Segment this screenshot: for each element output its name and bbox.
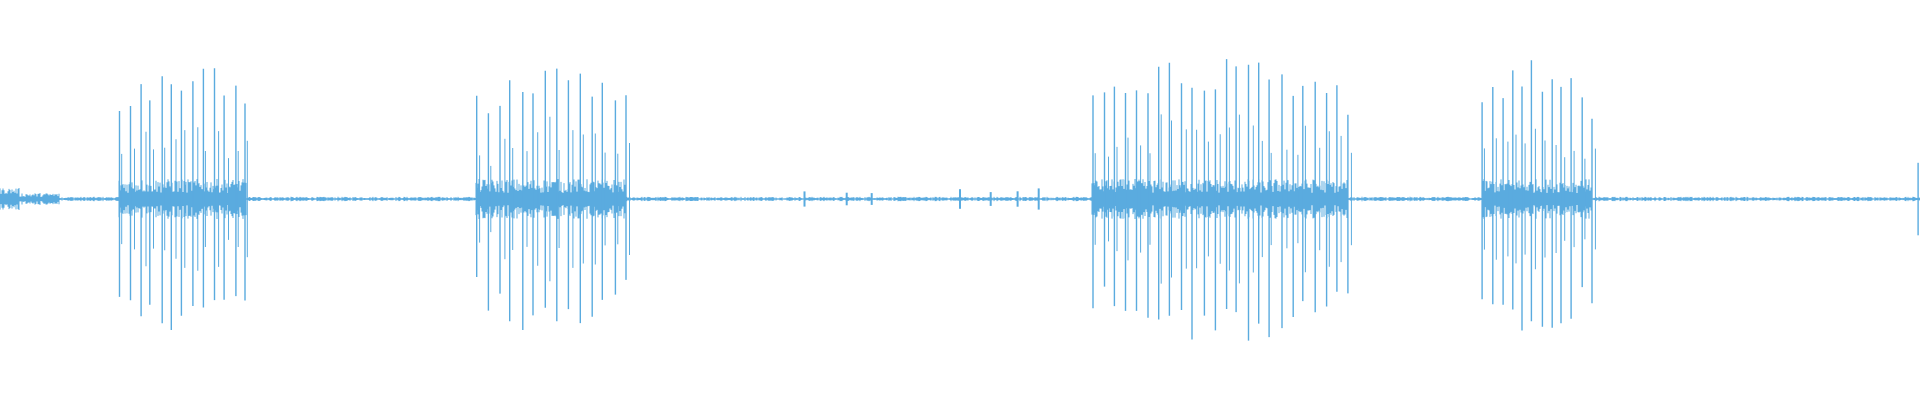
waveform-burst-body <box>1481 179 1593 219</box>
waveform-burst-body <box>118 179 247 219</box>
waveform-bursts <box>118 59 1919 341</box>
waveform-start-noise <box>0 188 60 210</box>
waveform-burst <box>118 68 248 330</box>
waveform-burst <box>1481 60 1596 331</box>
waveform-burst-body <box>475 179 627 219</box>
waveform-burst <box>1091 59 1352 341</box>
waveform-burst <box>475 68 630 330</box>
